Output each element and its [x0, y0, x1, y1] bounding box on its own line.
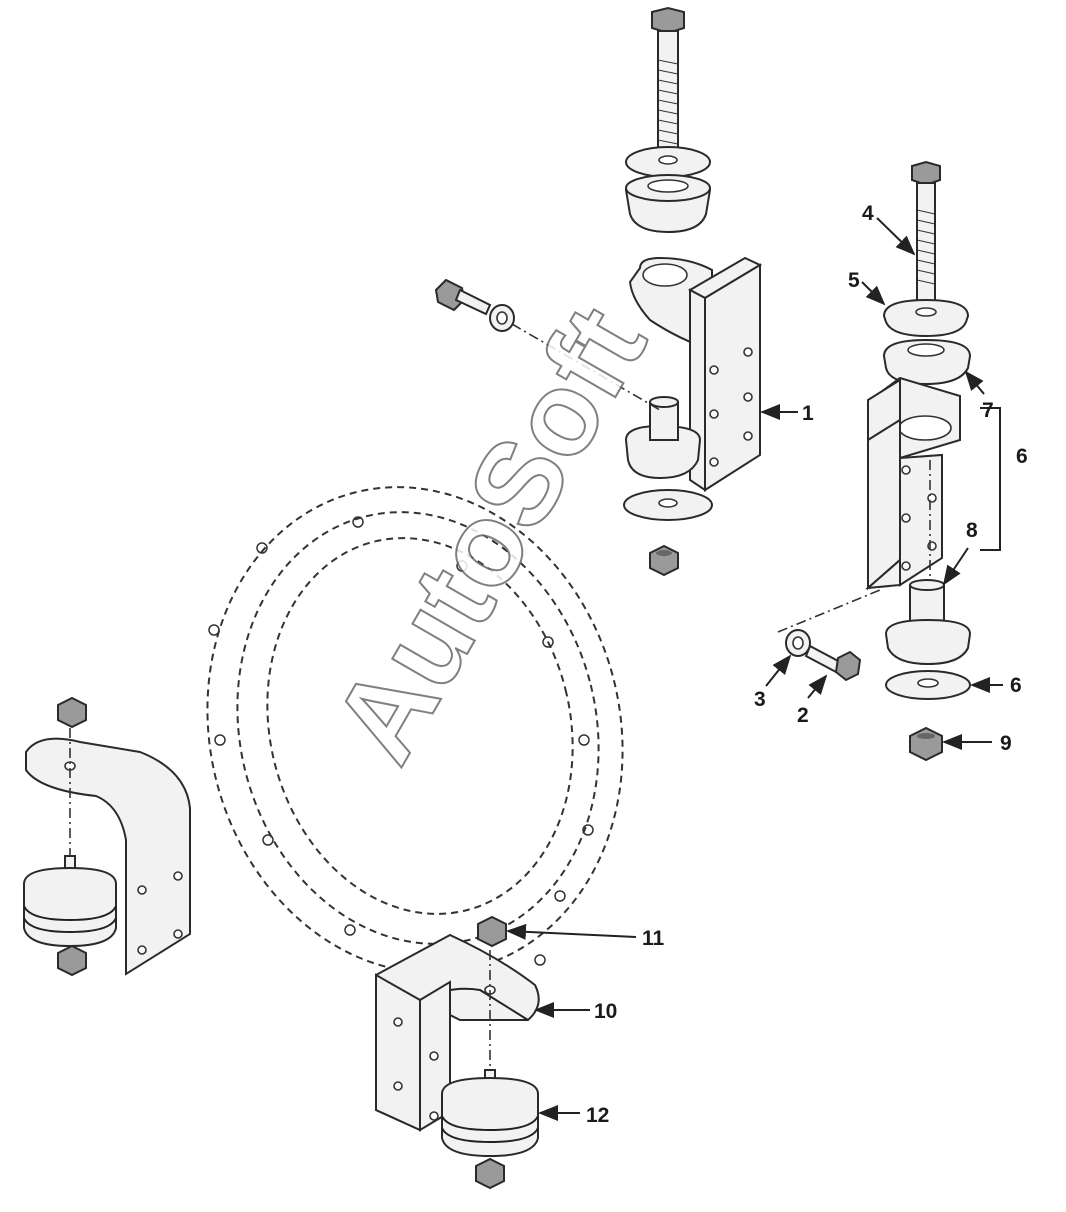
upper-center-side-bolt	[434, 278, 515, 332]
callout-7: 7	[982, 399, 994, 422]
left-mount-bracket	[25, 737, 191, 976]
lower-nut-item-11	[477, 915, 507, 948]
leader-lines	[506, 217, 1003, 1121]
right-side-washer-item-3	[785, 629, 811, 657]
left-rubber-isolator	[23, 855, 117, 948]
callout-9: 9	[1000, 732, 1012, 755]
left-nut-top	[57, 696, 87, 729]
callout-12: 12	[586, 1104, 609, 1127]
right-lower-washer	[885, 670, 971, 700]
lower-rubber-isolator-item-12	[441, 1069, 539, 1158]
right-bolt-axis	[777, 589, 881, 633]
right-side-bolt-item-2	[804, 644, 862, 682]
callout-10: 10	[594, 1000, 617, 1023]
watermark: AutoSoft	[308, 286, 671, 783]
callout-5: 5	[848, 269, 860, 292]
right-upper-snubber-item-7	[882, 338, 972, 386]
right-group-bracket	[980, 407, 1001, 551]
callout-6-upper: 6	[1016, 445, 1028, 468]
callout-3: 3	[754, 688, 766, 711]
upper-center-bolt-axis	[511, 323, 661, 411]
upper-center-nut	[649, 544, 679, 577]
right-upper-washer-item-5	[882, 298, 970, 338]
upper-center-lower-washer	[623, 489, 713, 521]
mount-bracket-item-1	[628, 256, 763, 492]
callout-8: 8	[966, 519, 978, 542]
callout-2: 2	[797, 704, 809, 727]
right-mount-bracket	[865, 376, 961, 591]
left-nut-bottom	[57, 944, 87, 977]
callout-1: 1	[802, 402, 814, 425]
upper-center-rubber-snubber	[624, 174, 712, 234]
right-long-bolt-item-4	[911, 160, 941, 304]
lower-nut-bottom	[475, 1157, 505, 1190]
right-nut-item-9	[909, 726, 943, 762]
right-lower-snubber-item-8	[884, 579, 972, 666]
upper-center-lower-snubber	[624, 396, 702, 480]
upper-center-washer	[625, 146, 711, 178]
upper-center-mount-bolt	[651, 6, 685, 162]
callout-6-lower: 6	[1010, 674, 1022, 697]
callout-4: 4	[862, 202, 874, 225]
callout-11: 11	[642, 927, 665, 950]
